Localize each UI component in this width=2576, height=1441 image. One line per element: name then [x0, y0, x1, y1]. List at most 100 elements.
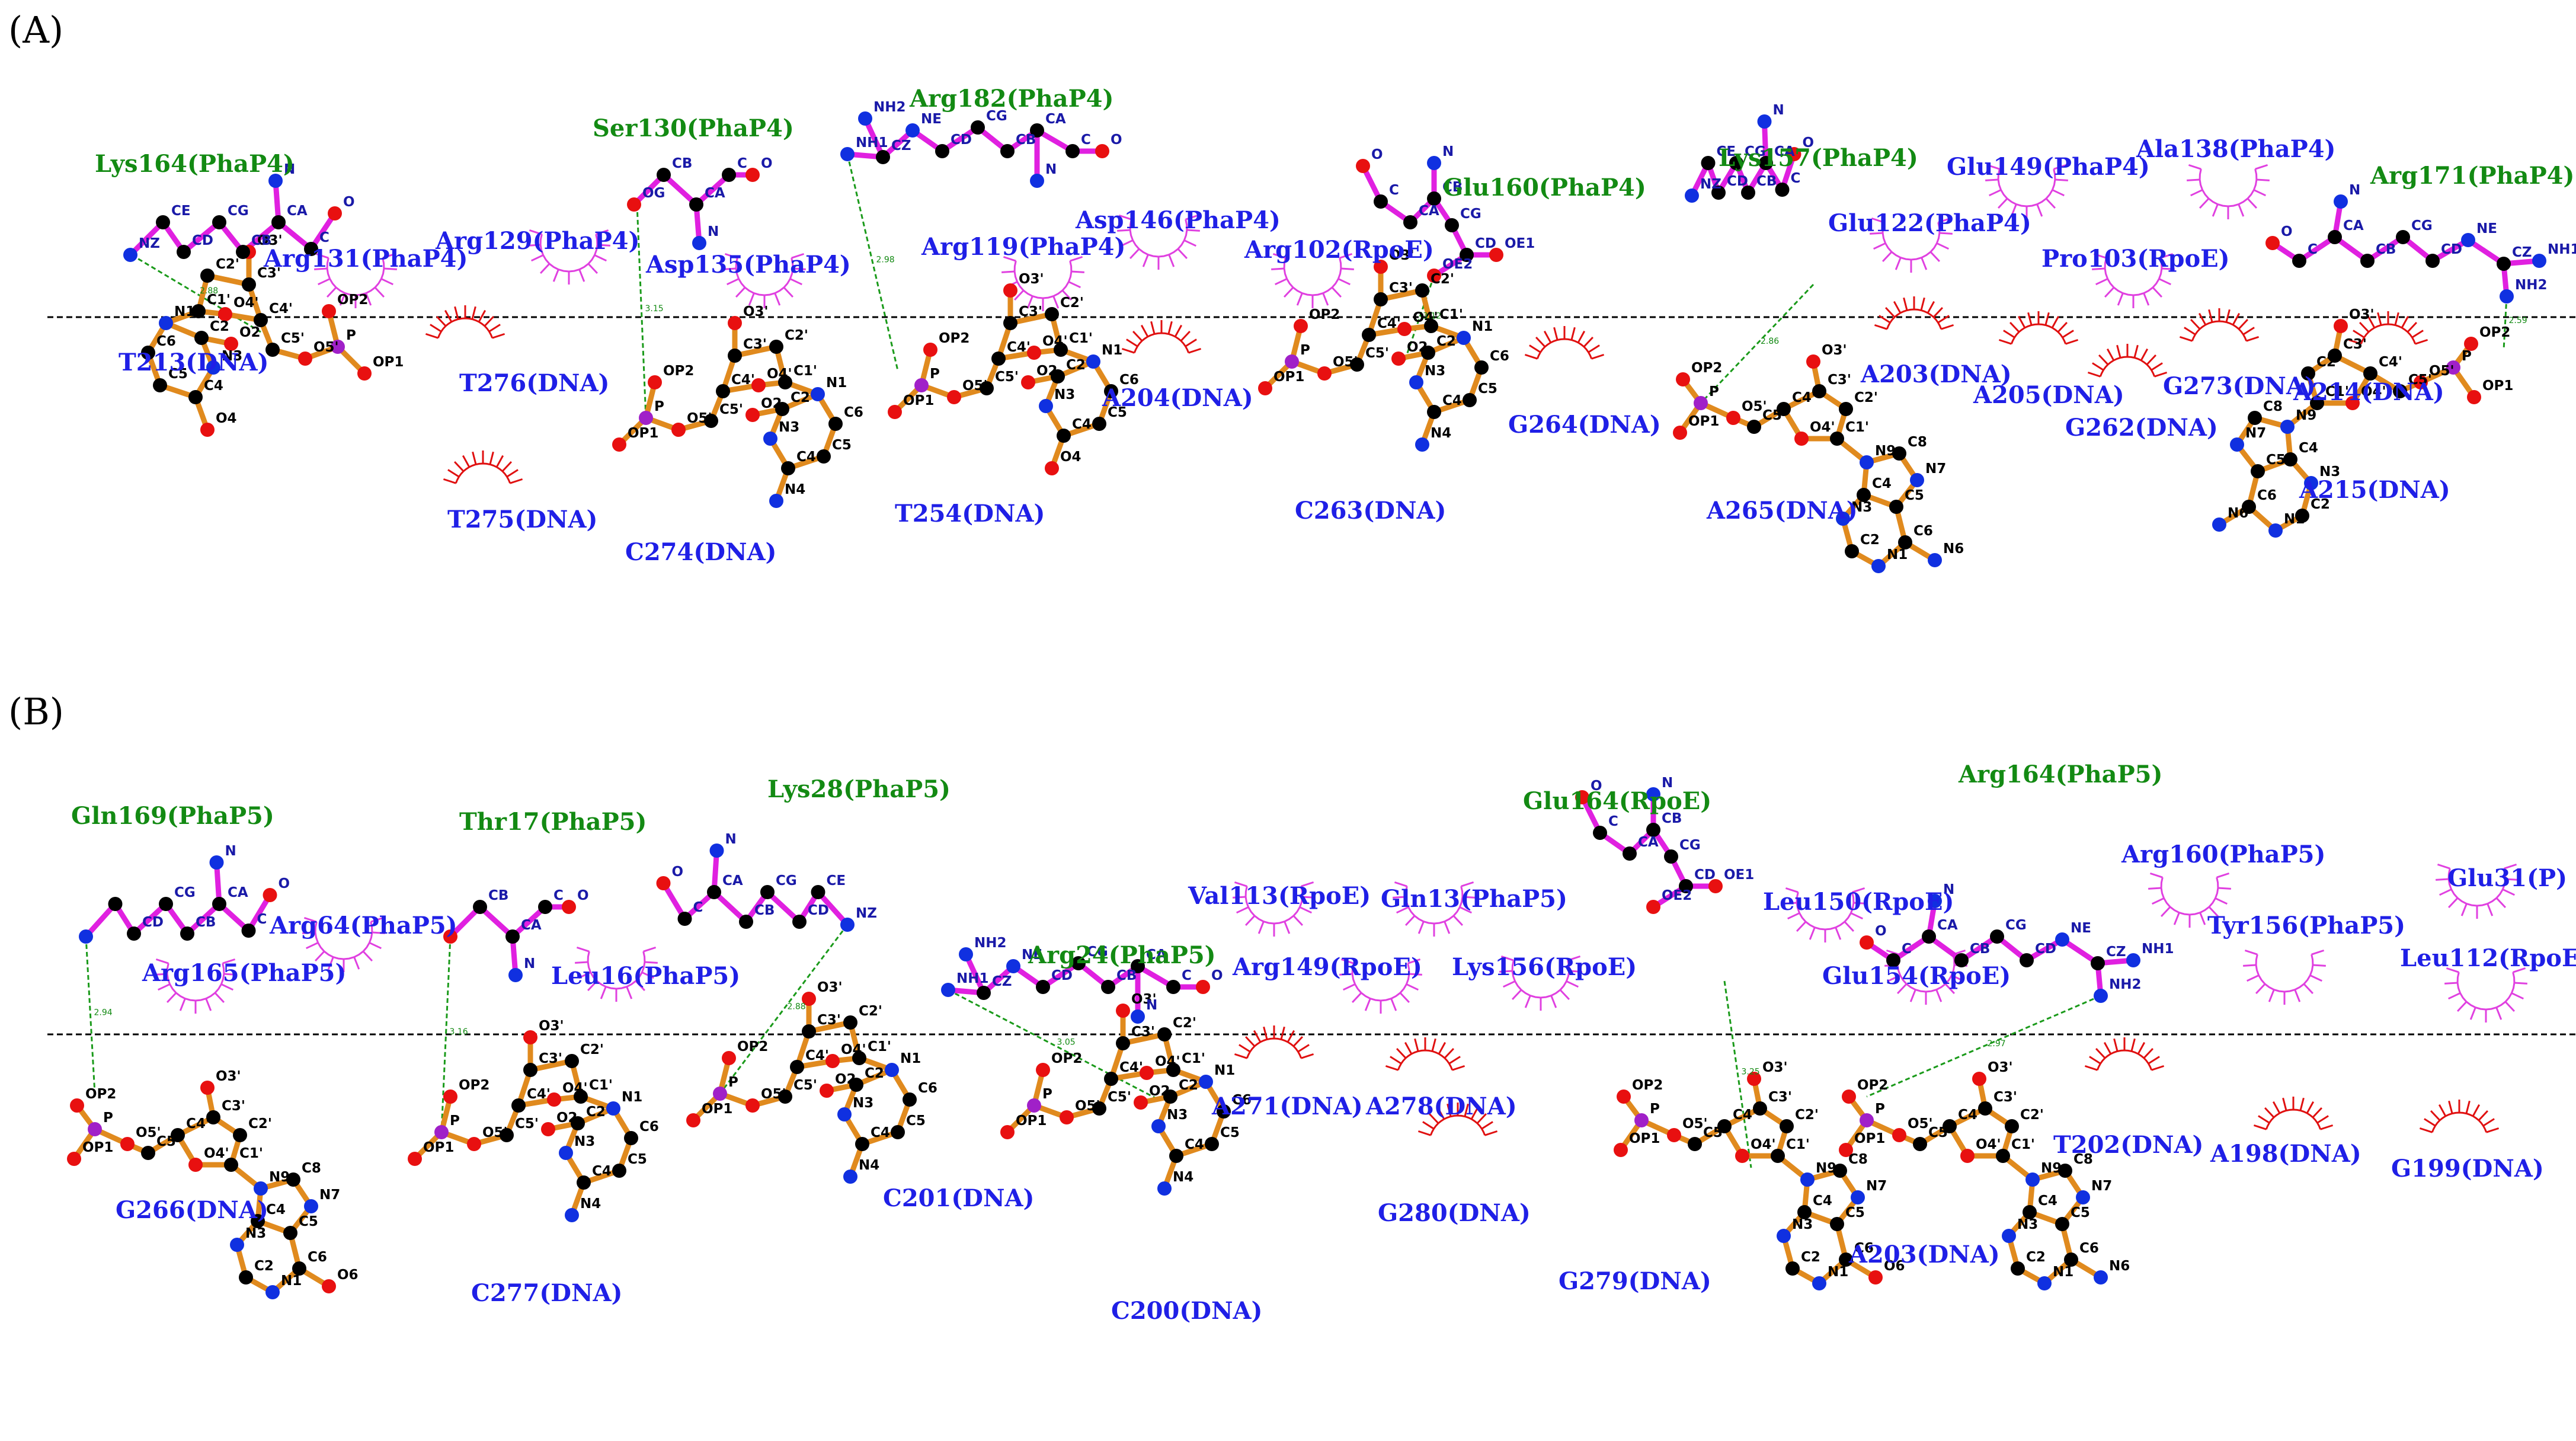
res-arg164-atom — [1922, 929, 1936, 944]
res-gln169-bond — [184, 901, 222, 937]
panel-b-residue-label: Leu16(PhaP5) — [551, 962, 740, 990]
hydrophobic-arc-protein-spike — [724, 253, 738, 259]
nuc-c263-atom — [1427, 405, 1441, 419]
hydrophobic-arc-protein-spike — [2217, 887, 2231, 890]
res-ser130-atom-label: CA — [705, 186, 725, 201]
res-lys28-atom — [739, 915, 753, 929]
hbond-distance-label: 3.25 — [1742, 1068, 1760, 1077]
hydrophobic-arc-dna-spike — [2084, 1065, 2098, 1071]
hydrophobic-arc-dna-spike — [2482, 1118, 2495, 1127]
hydrophobic-arc-protein-spike — [576, 946, 590, 953]
nuc-c277-atom — [511, 1098, 526, 1113]
nuc-g266-atom — [251, 1214, 265, 1228]
res-thr17-atom — [562, 900, 576, 914]
nuc-c274-atom — [745, 408, 760, 422]
hydrophobic-arc-dna-spike — [2148, 1056, 2160, 1065]
res-thr17-atom — [473, 900, 487, 914]
res-arg164-atom-label: NH1 — [2142, 941, 2174, 957]
hydrophobic-arc-dna-spike — [1903, 297, 1908, 311]
hydrophobic-arc-protein-spike — [2448, 992, 2461, 1000]
res-arg24-atom-label: CB — [1116, 968, 1137, 983]
res-arg182-atom — [1030, 123, 1044, 138]
res-ser130-atom-label: O — [761, 156, 773, 171]
nuc-a265-atom-label: N6 — [1943, 541, 1964, 557]
hydrophobic-arc-protein-spike — [179, 998, 186, 1011]
hydrophobic-arc-protein-spike — [1284, 921, 1291, 934]
hydrophobic-arc-dna-spike — [1436, 1107, 1445, 1120]
nuc-g279-atom — [1780, 1119, 1794, 1133]
nuc-g279-atom-label: N7 — [1866, 1178, 1887, 1194]
nuc-g279-atom-label: C5' — [1703, 1125, 1727, 1140]
panel-b-residue-label: Leu150(RpoE) — [1763, 888, 1954, 916]
panel-a-residue-label: G264(DNA) — [1508, 411, 1661, 439]
hydrophobic-arc-protein-spike — [1299, 906, 1312, 914]
nuc-c263-atom-label: C2' — [1431, 271, 1454, 287]
panel-b-residue-label: Arg165(PhaP5) — [142, 959, 346, 987]
hydrophobic-arc-protein-spike — [302, 931, 316, 934]
nuc-c263-atom — [1391, 352, 1406, 366]
hbond-line — [636, 204, 647, 418]
res-arg171-atom — [2497, 257, 2511, 271]
nuc-c274-atom — [704, 414, 718, 428]
hydrophobic-arc-protein-spike — [2238, 204, 2245, 217]
nuc-a215-atom-label: N9 — [2296, 408, 2316, 423]
hydrophobic-arc-dna-arc — [2099, 356, 2156, 377]
hydrophobic-arc-dna-spike — [430, 324, 442, 333]
res-arg182-atom-label: O — [1111, 132, 1122, 148]
hydrophobic-arc-dna-spike — [1263, 1026, 1268, 1040]
hydrophobic-arc-dna-arc — [1397, 1049, 1454, 1071]
nuc-t213-atom — [242, 277, 256, 292]
nuc-c263-atom-label: P — [1300, 343, 1310, 358]
nuc-a215-atom — [2251, 464, 2265, 478]
nuc-t213-atom-label: O5' — [313, 340, 339, 355]
nuc-c277-atom-label: OP1 — [423, 1140, 454, 1155]
nuc-a265-atom-label: C8 — [1908, 434, 1927, 450]
res-lys28-bond — [764, 889, 802, 925]
res-thr17-atom-label: N — [524, 956, 535, 972]
nuc-c277-atom-label: C2' — [580, 1042, 604, 1057]
hydrophobic-arc-dna-spike — [1452, 1065, 1465, 1071]
hydrophobic-arc-protein-spike — [1785, 887, 1799, 893]
nuc-g279-atom-label: O5' — [1682, 1116, 1708, 1132]
hydrophobic-arc-dna-spike — [2103, 1041, 2112, 1055]
hydrophobic-arc-protein-spike — [1550, 995, 1557, 1008]
res-ser130-atom-label: N — [708, 224, 719, 239]
nuc-t213-atom — [194, 331, 209, 345]
hydrophobic-arc-dna-spike — [2316, 1115, 2329, 1124]
res-arg171-atom-label: CB — [2376, 242, 2396, 257]
nuc-g279-atom-label: N9 — [1816, 1161, 1836, 1176]
res-arg24-atom — [941, 983, 955, 997]
hydrophobic-arc-protein-spike — [783, 286, 794, 298]
hydrophobic-arc-protein-spike — [1895, 257, 1902, 270]
res-lys157-atom-label: CE — [1717, 144, 1736, 159]
nuc-c201-atom — [686, 1113, 700, 1127]
res-arg182-atom-label: CG — [986, 108, 1007, 124]
res-arg171-atom-label: CD — [2441, 242, 2462, 257]
res-lys164-atom-label: CE — [171, 203, 191, 219]
panel-b-residue-label: Glu154(RpoE) — [1822, 962, 2011, 990]
panel-b-residue-label: Gln13(PhaP5) — [1381, 885, 1567, 913]
hydrophobic-arc-dna-spike — [2062, 330, 2074, 338]
nuc-c274-atom-label: C2 — [791, 390, 810, 405]
res-lys28-atom-label: NZ — [856, 906, 877, 921]
nuc-a265-atom — [1747, 420, 1761, 434]
nuc-a203-atom — [2037, 1276, 2052, 1290]
hydrophobic-arc-protein-spike — [1129, 248, 1140, 260]
hydrophobic-arc-dna-spike — [2190, 318, 2201, 330]
interaction-lines-layer — [47, 154, 2576, 1168]
res-gln169-atom-label: CG — [174, 885, 196, 900]
hydrophobic-arc-dna-spike — [1244, 1036, 1256, 1047]
hydrophobic-arc-protein-spike — [635, 980, 646, 992]
res-lys157-atom-label: CA — [1774, 144, 1795, 159]
hydrophobic-arc-protein-spike — [1001, 270, 1015, 273]
hydrophobic-arc-protein-spike — [1566, 980, 1579, 988]
nuc-t213-atom-label: C1' — [207, 292, 231, 308]
nuc-a203-atom — [2011, 1261, 2025, 1276]
nuc-c201-atom-label: P — [728, 1075, 738, 1090]
res-gln169-atom-label: CA — [228, 885, 248, 900]
res-lys164-bond — [181, 219, 222, 255]
hydrophobic-arc-protein-spike — [1407, 958, 1421, 964]
res-glu160-atom — [1374, 194, 1388, 209]
nuc-c274-atom-label: OP1 — [628, 426, 658, 441]
hydrophobic-arc-dna-spike — [1390, 1056, 1402, 1065]
